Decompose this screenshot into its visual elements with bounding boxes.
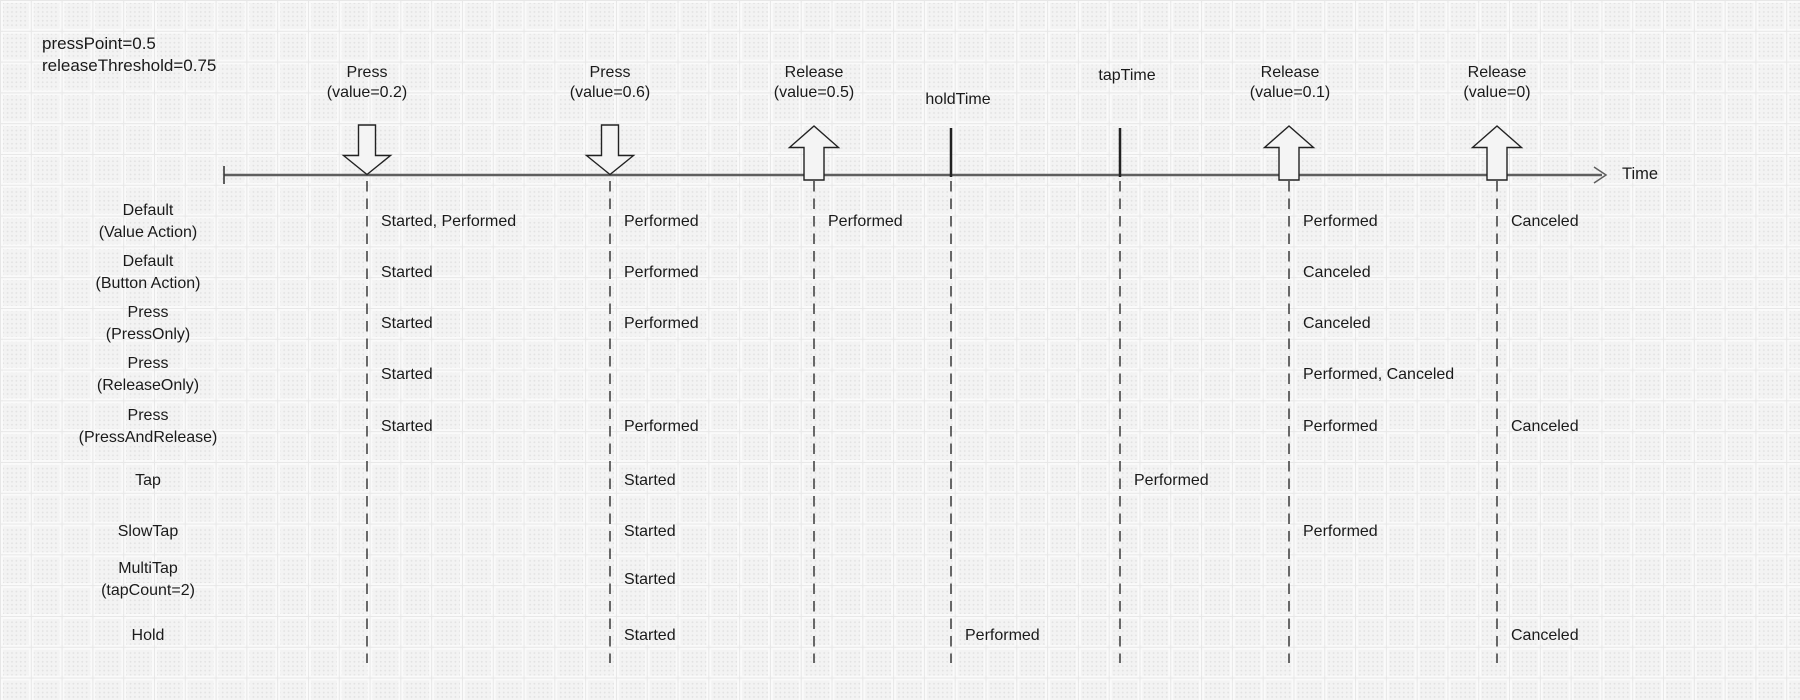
row-label-line: Default bbox=[122, 202, 174, 219]
status-text-hold-holdTime: Performed bbox=[965, 627, 1040, 644]
event-label-line: holdTime bbox=[925, 90, 991, 108]
event-label-release-value-0: Release (value=0) bbox=[1387, 63, 1607, 104]
status-text-default-value-action-release-value-0: Canceled bbox=[1511, 213, 1579, 230]
status-text-default-button-action-press-value-0.2: Started bbox=[381, 264, 433, 281]
row-label-line: Hold bbox=[131, 627, 165, 644]
status-text-press-pressonly-release-value-0.1: Canceled bbox=[1303, 315, 1371, 332]
row-label-line: (ReleaseOnly) bbox=[96, 377, 200, 394]
row-label-press-releaseonly: Press (ReleaseOnly) bbox=[18, 353, 278, 397]
event-label-release-value-0.1: Release (value=0.1) bbox=[1180, 63, 1400, 104]
event-label-line: (value=0.1) bbox=[1249, 84, 1331, 101]
event-label-line: Press bbox=[346, 63, 388, 81]
row-label-line: SlowTap bbox=[117, 523, 179, 540]
status-text-default-value-action-press-value-0.6: Performed bbox=[624, 213, 699, 230]
event-label-line: Release bbox=[1467, 63, 1527, 81]
row-label-line: Press bbox=[127, 355, 169, 372]
status-text-press-pressonly-press-value-0.2: Started bbox=[381, 315, 433, 332]
status-text-slowtap-release-value-0.1: Performed bbox=[1303, 523, 1378, 540]
status-text-tap-press-value-0.6: Started bbox=[624, 472, 676, 489]
event-label-release-value-0.5: Release (value=0.5) bbox=[704, 63, 924, 104]
status-text-press-pressonly-press-value-0.6: Performed bbox=[624, 315, 699, 332]
press-down-arrow-icon bbox=[341, 124, 393, 176]
row-label-line: Default bbox=[122, 253, 174, 270]
status-text-press-pressandrelease-press-value-0.6: Performed bbox=[624, 418, 699, 435]
status-text-press-pressandrelease-press-value-0.2: Started bbox=[381, 418, 433, 435]
event-label-line: (value=0.5) bbox=[773, 84, 855, 101]
row-label-press-pressandrelease: Press (PressAndRelease) bbox=[18, 405, 278, 449]
row-label-line: Press bbox=[127, 304, 169, 321]
row-label-multitap-tapcount-2: MultiTap (tapCount=2) bbox=[18, 558, 278, 602]
status-text-default-value-action-press-value-0.2: Started, Performed bbox=[381, 213, 517, 230]
row-label-line: Press bbox=[127, 407, 169, 424]
event-label-line: Release bbox=[1260, 63, 1320, 81]
event-label-press-value-0.2: Press (value=0.2) bbox=[257, 63, 477, 104]
time-axis-label: Time bbox=[1622, 165, 1659, 183]
row-label-line: (PressAndRelease) bbox=[78, 429, 218, 446]
release-up-arrow-icon bbox=[1470, 125, 1524, 181]
status-text-default-value-action-release-value-0.1: Performed bbox=[1303, 213, 1378, 230]
row-label-default-button-action: Default (Button Action) bbox=[18, 251, 278, 295]
row-label-press-pressonly: Press (PressOnly) bbox=[18, 302, 278, 346]
status-text-default-value-action-release-value-0.5: Performed bbox=[828, 213, 903, 230]
event-label-line: Press bbox=[589, 63, 631, 81]
parameters-note: pressPoint=0.5 releaseThreshold=0.75 bbox=[42, 33, 216, 76]
status-text-default-button-action-release-value-0.1: Canceled bbox=[1303, 264, 1371, 281]
event-label-line: (value=0.6) bbox=[569, 84, 651, 101]
row-label-line: (tapCount=2) bbox=[101, 582, 195, 599]
status-text-press-releaseonly-press-value-0.2: Started bbox=[381, 366, 433, 383]
status-text-multitap-tapcount-2-press-value-0.6: Started bbox=[624, 571, 676, 588]
event-label-line: tapTime bbox=[1098, 66, 1156, 84]
row-label-tap: Tap bbox=[18, 470, 278, 492]
status-text-tap-tapTime: Performed bbox=[1134, 472, 1209, 489]
status-text-press-releaseonly-release-value-0.1: Performed, Canceled bbox=[1303, 366, 1455, 383]
row-label-line: (PressOnly) bbox=[105, 326, 191, 343]
event-label-tapTime: tapTime bbox=[1017, 66, 1237, 87]
press-point-param: pressPoint=0.5 bbox=[42, 34, 156, 53]
event-label-line: (value=0) bbox=[1463, 84, 1531, 101]
release-up-arrow-icon bbox=[787, 125, 841, 181]
row-label-hold: Hold bbox=[18, 625, 278, 647]
status-text-press-pressandrelease-release-value-0: Canceled bbox=[1511, 418, 1579, 435]
press-down-arrow-icon bbox=[584, 124, 636, 176]
row-label-line: (Button Action) bbox=[95, 275, 201, 292]
status-text-default-button-action-press-value-0.6: Performed bbox=[624, 264, 699, 281]
status-text-hold-release-value-0: Canceled bbox=[1511, 627, 1579, 644]
release-threshold-param: releaseThreshold=0.75 bbox=[42, 55, 217, 75]
status-text-press-pressandrelease-release-value-0.1: Performed bbox=[1303, 418, 1378, 435]
event-label-line: Release bbox=[784, 63, 844, 81]
status-text-slowtap-press-value-0.6: Started bbox=[624, 523, 676, 540]
event-label-line: (value=0.2) bbox=[326, 84, 408, 101]
row-label-slowtap: SlowTap bbox=[18, 521, 278, 543]
row-label-line: MultiTap bbox=[118, 560, 178, 577]
row-label-default-value-action: Default (Value Action) bbox=[18, 200, 278, 244]
row-label-line: Tap bbox=[135, 472, 161, 489]
time-arrowhead-icon bbox=[1593, 166, 1608, 184]
event-label-press-value-0.6: Press (value=0.6) bbox=[500, 63, 720, 104]
status-text-hold-press-value-0.6: Started bbox=[624, 627, 676, 644]
row-label-line: (Value Action) bbox=[98, 224, 198, 241]
release-up-arrow-icon bbox=[1262, 125, 1316, 181]
event-label-holdTime: holdTime bbox=[848, 90, 1068, 111]
